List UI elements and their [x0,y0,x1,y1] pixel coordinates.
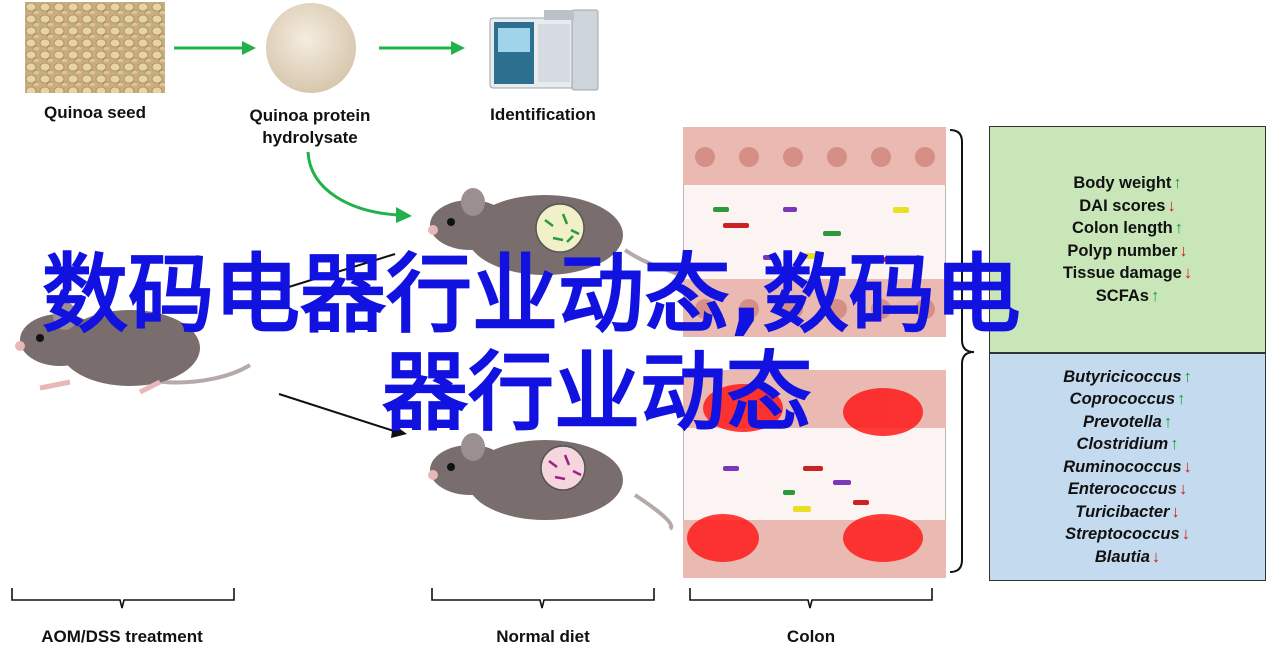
taxon-row: Butyricicoccus↑ [1063,366,1192,389]
phenotype-row: Tissue damage↓ [1063,262,1192,285]
arrow-down-icon: ↓ [1181,525,1190,544]
arrow-up-icon: ↑ [1163,412,1173,431]
row-label: Colon length [1071,219,1173,237]
quinoa-seed-image [25,2,165,93]
phenotype-row: Polyp number↓ [1067,240,1187,263]
row-label: Butyricicoccus [1063,367,1182,386]
taxon-row: Turicibacter↓ [1075,501,1179,524]
mouse-left [15,302,252,395]
colon-tissue-inflamed [683,370,946,578]
arrows-to-mice [278,253,407,438]
row-label: Turicibacter [1075,502,1170,521]
row-label: Tissue damage [1062,264,1182,282]
arrow-down-icon: ↓ [1183,457,1192,476]
mouse-bottom [428,433,674,531]
row-label: Streptococcus [1065,525,1180,544]
row-label: SCFAs [1095,286,1149,305]
arrow-hydrolysate-to-identification [379,41,465,55]
identification-label: Identification [490,105,596,124]
hydrolysate-powder-image [260,2,362,94]
taxon-row: Blautia↓ [1095,546,1160,569]
instrument-image [484,4,604,96]
overlay-title-line1: 数码电器行业动态,数码电 [42,245,1021,345]
phenotype-row: DAI scores↓ [1079,195,1175,218]
powder-graphic [266,3,356,93]
arrow-seed-to-hydrolysate [174,41,256,55]
row-label: Blautia [1094,547,1150,566]
arrow-up-icon: ↑ [1174,219,1184,237]
hydrolysate-label-line2: hydrolysate [262,128,358,147]
taxon-row: Streptococcus↓ [1065,523,1190,546]
row-label: Enterococcus [1067,480,1177,499]
taxon-row: Clostridium↑ [1077,433,1179,456]
overlay-title-line2: 器行业动态 [382,343,812,443]
quinoa-seed-graphic [25,2,165,93]
colon-label: Colon [786,627,836,646]
gut-microbes-aom-icon [540,445,586,491]
normal-diet-label: Normal diet [496,627,590,646]
quinoa-seed-label: Quinoa seed [43,103,147,122]
hydrolysate-label: Quinoa protein hydrolysate [225,105,395,149]
arrow-up-icon: ↑ [1177,390,1186,409]
arrow-down-icon: ↓ [1183,264,1193,282]
row-label: Body weight [1073,174,1172,192]
arrow-up-icon: ↑ [1150,286,1160,305]
bracket-colon [689,588,933,609]
arrow-curved-to-mouse [306,151,412,223]
phenotype-row: Colon length↑ [1072,217,1183,240]
row-label: Ruminococcus [1063,457,1182,476]
arrow-down-icon: ↓ [1178,480,1188,499]
arrow-up-icon: ↑ [1170,435,1179,454]
arrow-down-icon: ↓ [1179,241,1188,260]
taxon-row: Prevotella↑ [1083,411,1172,434]
arrow-down-icon: ↓ [1167,196,1176,215]
outcome-panel-microbiota: Butyricicoccus↑Coprococcus↑Prevotella↑Cl… [989,353,1266,581]
row-label: Clostridium [1076,435,1169,454]
arrow-down-icon: ↓ [1151,547,1161,566]
taxon-row: Ruminococcus↓ [1063,456,1192,479]
taxon-row: Enterococcus↓ [1068,478,1187,501]
colon-tissue-healthy [683,127,946,337]
bracket-normal-diet [431,588,655,609]
row-label: Polyp number [1067,241,1178,260]
arrow-up-icon: ↑ [1173,174,1182,192]
instrument-graphic [489,9,599,91]
aom-dss-label: AOM/DSS treatment [41,627,203,646]
row-label: Prevotella [1082,412,1162,431]
row-label: DAI scores [1079,196,1166,215]
brace-right [949,129,975,573]
phenotype-row: SCFAs↑ [1096,285,1159,308]
bracket-aom-dss [11,588,235,609]
taxon-row: Coprococcus↑ [1070,388,1186,411]
row-label: Coprococcus [1069,390,1176,409]
phenotype-row: Body weight↑ [1073,172,1181,195]
hydrolysate-label-line1: Quinoa protein [249,106,371,125]
arrow-up-icon: ↑ [1183,367,1192,386]
arrow-down-icon: ↓ [1171,502,1180,521]
mouse-top [428,188,682,278]
gut-microbes-normal-icon [535,203,585,253]
outcome-panel-phenotype: Body weight↑DAI scores↓Colon length↑Poly… [989,126,1266,353]
